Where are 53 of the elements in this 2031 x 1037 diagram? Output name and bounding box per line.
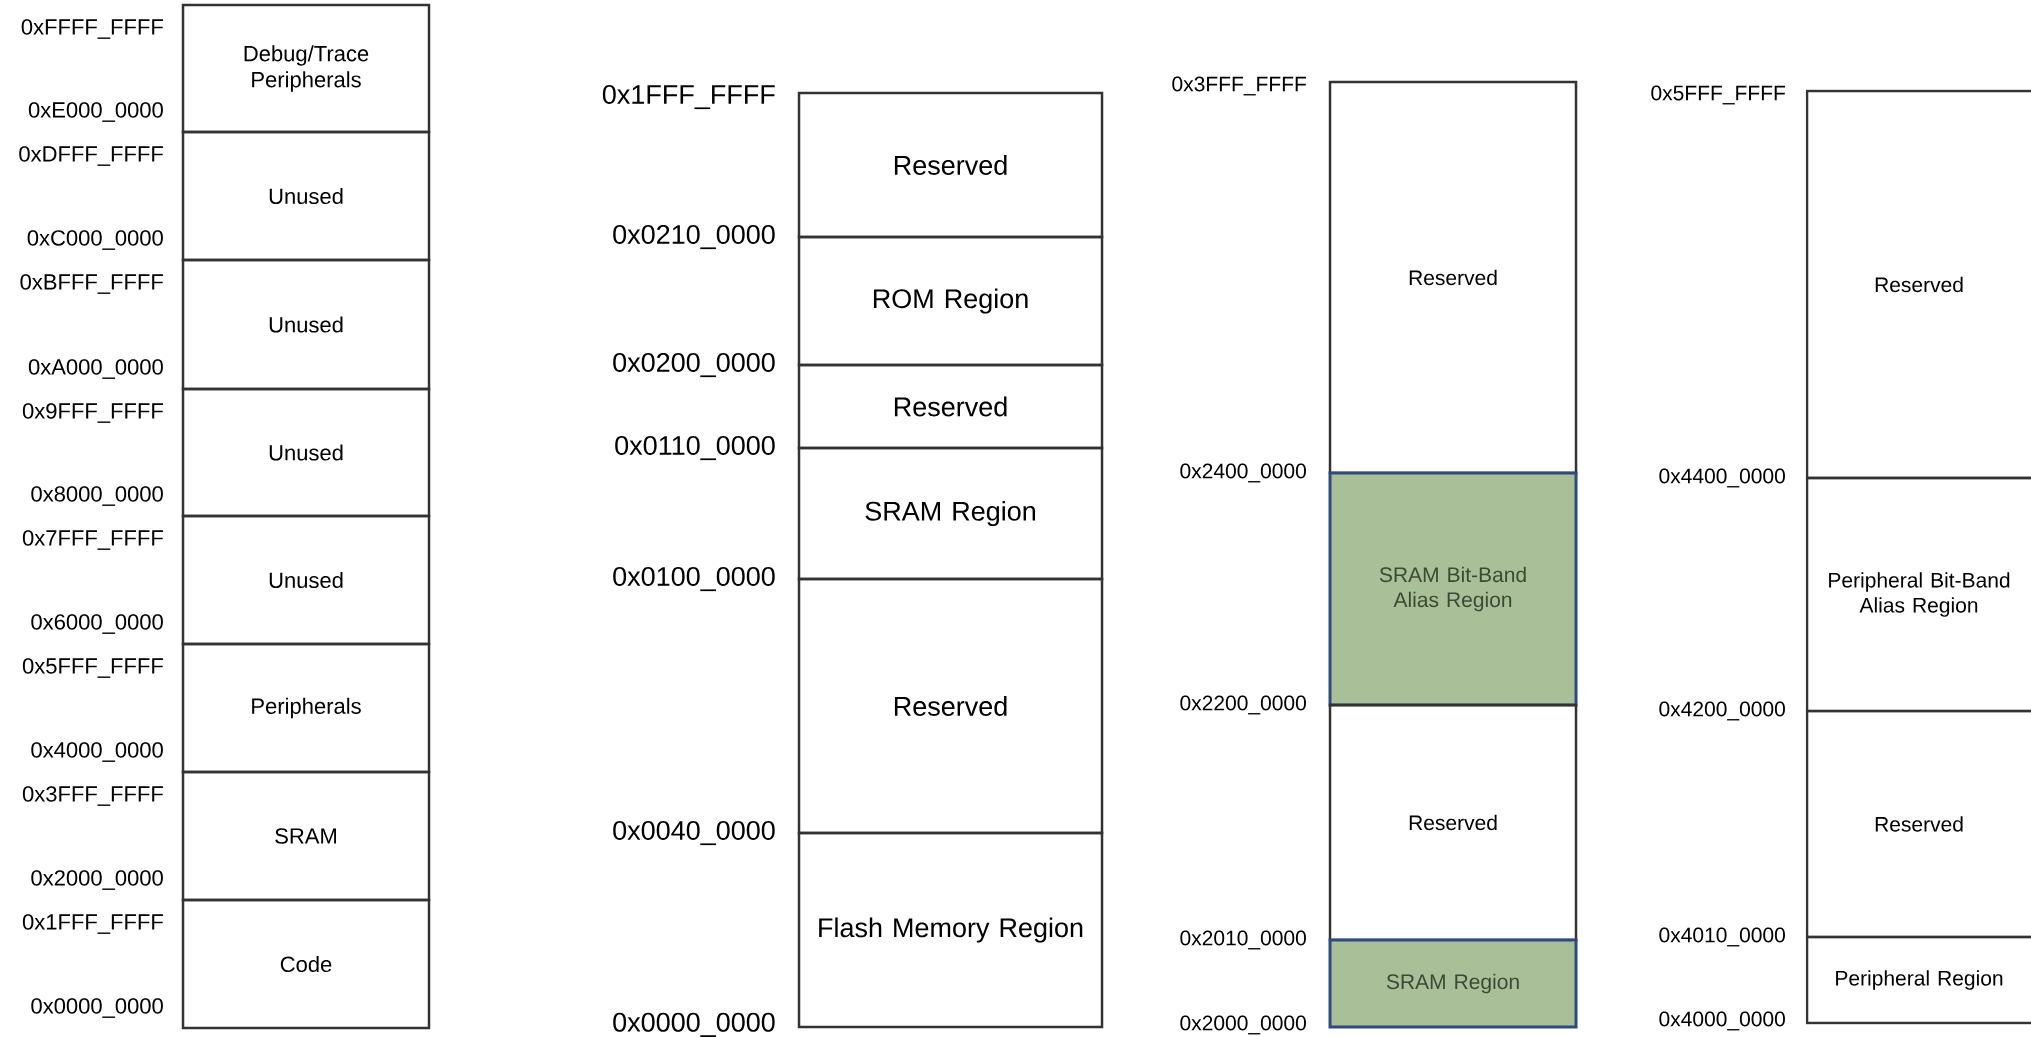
address-label: 0x7FFF_FFFF xyxy=(22,530,163,550)
address-label: 0x0110_0000 xyxy=(615,435,775,461)
memory-region-box: ROM Region xyxy=(797,235,1104,367)
memory-region-box: Peripheral Bit-Band Alias Region xyxy=(1805,476,2031,713)
address-label: 0xBFFF_FFFF xyxy=(20,274,163,294)
address-label: 0xFFFF_FFFF xyxy=(21,19,163,39)
address-label: 0x0000_0000 xyxy=(31,998,163,1018)
address-label: 0x2000_0000 xyxy=(1180,1015,1306,1035)
address-label: 0x4000_0000 xyxy=(1659,1011,1785,1031)
memory-region-box: Debug/Trace Peripherals xyxy=(181,3,431,134)
address-label: 0x2010_0000 xyxy=(1180,930,1306,950)
address-label: 0x1FFF_FFFF xyxy=(22,914,163,934)
address-label: 0xA000_0000 xyxy=(28,359,163,379)
address-label: 0x9FFF_FFFF xyxy=(22,403,163,423)
address-label: 0x6000_0000 xyxy=(31,614,163,634)
address-label: 0xE000_0000 xyxy=(28,102,163,122)
address-label: 0x0200_0000 xyxy=(613,352,775,378)
address-label: 0x8000_0000 xyxy=(31,486,163,506)
address-label: 0x0100_0000 xyxy=(613,566,775,592)
memory-region-box: SRAM xyxy=(181,770,431,902)
address-label: 0x4000_0000 xyxy=(31,742,163,762)
memory-region-box: Reserved xyxy=(1805,709,2031,939)
memory-region-box: Reserved xyxy=(797,91,1104,239)
address-label: 0xC000_0000 xyxy=(27,230,163,250)
address-label: 0x3FFF_FFFF xyxy=(22,786,163,806)
address-label: 0x0000_0000 xyxy=(613,1012,775,1037)
address-label: 0x0210_0000 xyxy=(613,224,775,250)
address-label: 0x2000_0000 xyxy=(31,870,163,890)
memory-region-box: Unused xyxy=(181,258,431,391)
address-label: 0x3FFF_FFFF xyxy=(1172,76,1306,96)
memory-region-box: SRAM Region xyxy=(797,446,1104,581)
address-label: 0xDFFF_FFFF xyxy=(19,146,163,166)
memory-region-box: Reserved xyxy=(1805,89,2031,480)
address-label: 0x1FFF_FFFF xyxy=(602,84,775,110)
address-label: 0x5FFF_FFFF xyxy=(1651,85,1785,105)
address-label: 0x5FFF_FFFF xyxy=(22,658,163,678)
address-label: 0x4010_0000 xyxy=(1659,927,1785,947)
memory-region-box: Peripheral Region xyxy=(1805,935,2031,1025)
memory-region-box: SRAM Region xyxy=(1328,938,1578,1029)
address-label: 0x4400_0000 xyxy=(1659,468,1785,488)
memory-region-box: Reserved xyxy=(797,577,1104,835)
memory-region-box: Unused xyxy=(181,514,431,646)
memory-region-box: SRAM Bit-Band Alias Region xyxy=(1328,471,1578,707)
memory-region-box: Reserved xyxy=(797,363,1104,450)
memory-region-box: Unused xyxy=(181,387,431,518)
memory-region-box: Code xyxy=(181,898,431,1030)
address-label: 0x0040_0000 xyxy=(613,820,775,846)
memory-region-box: Peripherals xyxy=(181,642,431,774)
address-label: 0x4200_0000 xyxy=(1659,701,1785,721)
address-label: 0x2400_0000 xyxy=(1180,463,1306,483)
memory-region-box: Unused xyxy=(181,130,431,262)
address-label: 0x2200_0000 xyxy=(1180,695,1306,715)
memory-region-box: Flash Memory Region xyxy=(797,831,1104,1029)
